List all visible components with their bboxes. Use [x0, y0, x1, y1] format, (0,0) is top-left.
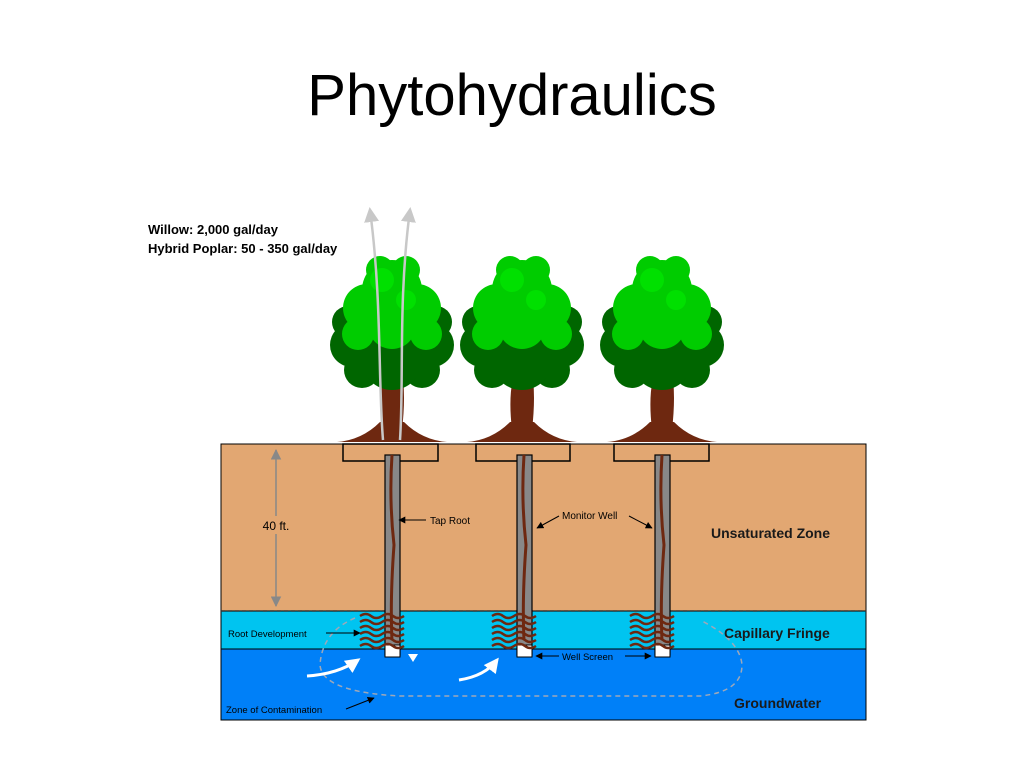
poplar-rate: Hybrid Poplar: 50 - 350 gal/day [148, 241, 338, 256]
transpiration-arrow-right [398, 207, 416, 441]
monitor-well-label: Monitor Well [562, 511, 617, 522]
poplar-tree-middle [460, 256, 584, 442]
flow-arrow-1 [306, 658, 361, 678]
capillary-fringe-label: Capillary Fringe [724, 625, 830, 641]
root-development-label: Root Development [228, 629, 307, 640]
contamination-boundary [319, 617, 743, 697]
flow-arrowhead-down [408, 654, 418, 662]
transpiration-arrow-left [364, 207, 385, 441]
groundwater-zone [220, 648, 867, 721]
transpiration-rates: Willow: 2,000 gal/day Hybrid Poplar: 50 … [148, 220, 337, 258]
capillary-fringe-zone [220, 610, 867, 650]
poplar-tree-right [600, 256, 724, 442]
depth-label: 40 ft. [263, 519, 290, 533]
slide-title: Phytohydraulics [307, 63, 717, 128]
tap-root-label: Tap Root [430, 516, 470, 527]
zone-of-contamination-label: Zone of Contamination [226, 705, 322, 716]
willow-tree [330, 256, 454, 442]
groundwater-label: Groundwater [734, 695, 822, 711]
unsaturated-zone-label: Unsaturated Zone [711, 525, 830, 541]
willow-rate: Willow: 2,000 gal/day [148, 222, 278, 237]
well-screen-label: Well Screen [562, 652, 613, 663]
flow-arrow-2 [458, 657, 499, 682]
